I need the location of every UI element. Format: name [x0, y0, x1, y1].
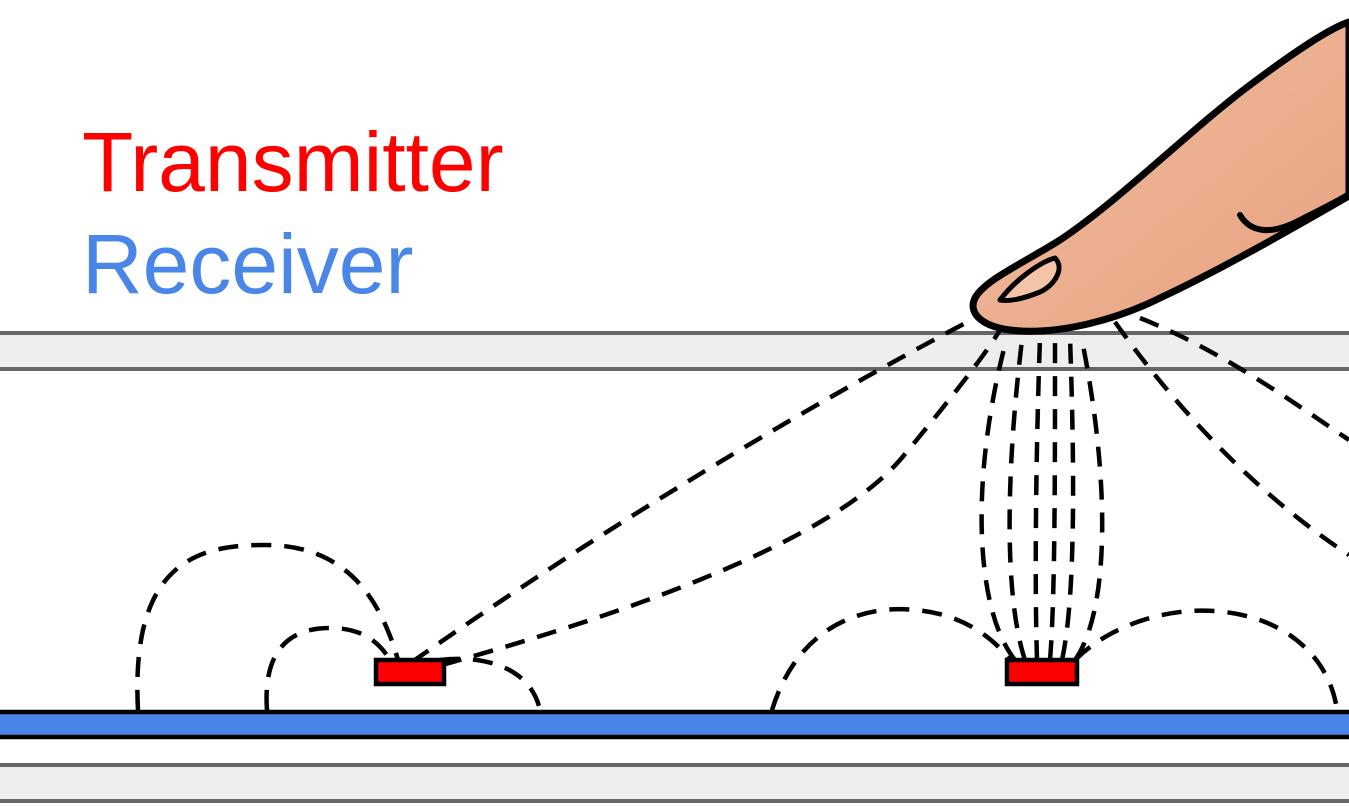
cover-glass: [0, 331, 1349, 371]
field-line-finger-to-right-edge-lower: [1113, 320, 1349, 557]
receiver-electrode-bar: [0, 709, 1349, 740]
transmitter-electrode-left: [373, 657, 447, 687]
cover-glass-fill: [0, 333, 1349, 369]
field-line-right-to-finger-3: [1033, 337, 1043, 661]
field-line-left-inner-loop: [264, 625, 392, 711]
electric-field-lines: [135, 315, 1349, 711]
field-line-right-to-finger-6: [1073, 339, 1105, 662]
field-line-left-right-loop: [439, 656, 543, 711]
legend-receiver-label: Receiver: [82, 217, 414, 311]
field-line-right-to-finger-5: [1059, 337, 1076, 661]
field-line-finger-to-right-edge-upper: [1139, 315, 1349, 442]
knuckle-crease: [1237, 191, 1349, 234]
substrate-fill: [0, 765, 1349, 801]
field-line-right-left-loop: [769, 606, 1012, 711]
fingernail: [997, 255, 1062, 303]
pointing-finger-icon: [969, 18, 1349, 335]
substrate-layer: [0, 763, 1349, 803]
legend-transmitter-label: Transmitter: [82, 115, 504, 209]
field-line-left-to-finger-upper: [410, 316, 977, 664]
field-line-left-to-finger-lower: [441, 328, 1002, 668]
receiver-electrode: [0, 709, 1349, 740]
field-line-right-to-finger-1: [979, 344, 1017, 662]
field-line-right-to-finger-4: [1047, 337, 1058, 661]
field-line-right-to-finger-2: [1007, 339, 1028, 661]
transmitter-electrode-right: [1004, 657, 1080, 687]
field-line-right-right-loop: [1073, 608, 1340, 711]
field-line-left-outer-loop: [135, 542, 401, 711]
finger-body: [969, 18, 1349, 335]
